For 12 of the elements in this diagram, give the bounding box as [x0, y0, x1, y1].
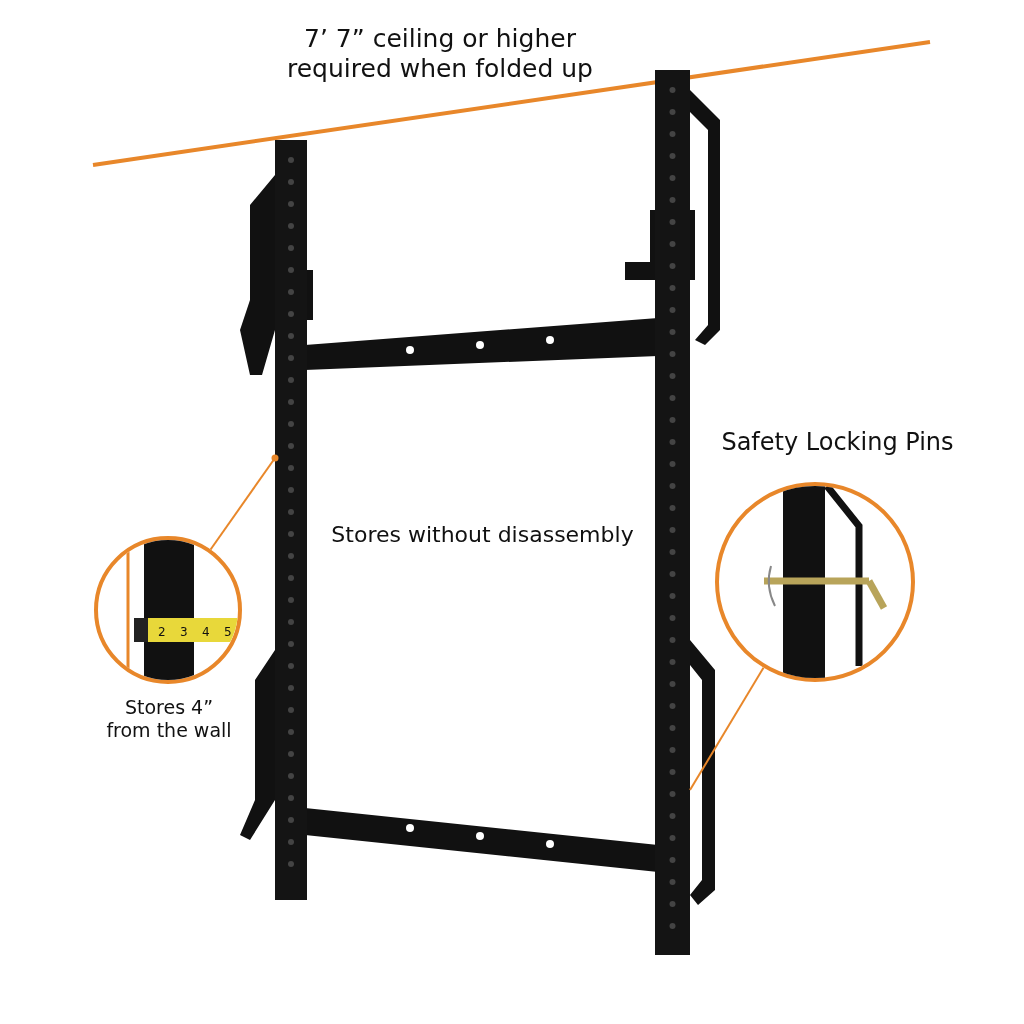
- leader-line: [209, 454, 279, 551]
- tape-number: 5: [224, 625, 232, 639]
- rack-upright: [655, 70, 690, 955]
- tape-number: 4: [202, 625, 210, 639]
- ceiling-height-note: 7’ 7” ceiling or higher required when folded up: [286, 24, 594, 84]
- tape-number: 2: [158, 625, 166, 639]
- leader-line: [689, 666, 765, 791]
- rack-upright: [275, 140, 307, 900]
- callout-caption: Stores 4” from the wall: [105, 696, 233, 742]
- storage-note: Stores without disassembly: [330, 522, 635, 549]
- tape-number: 3: [180, 625, 188, 639]
- callout-heading: Safety Locking Pins: [720, 428, 955, 457]
